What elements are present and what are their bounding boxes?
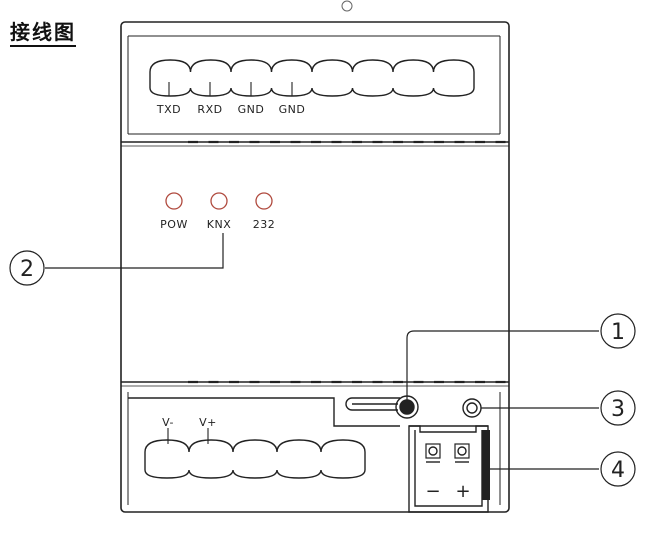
knx-plus-label: + [455, 481, 470, 502]
knx-minus-label: − [425, 481, 440, 502]
callout-circle-4: 4 [600, 451, 636, 487]
led-label: POW [160, 218, 188, 231]
divider-ticks [188, 140, 506, 384]
leader-2 [45, 233, 224, 269]
bottom-terminal-labels: V- V+ [162, 416, 217, 444]
housing-outline [120, 21, 510, 513]
bottom-terminal-screws [144, 439, 366, 479]
callout-leaders [45, 233, 599, 470]
led-pow: POW [160, 192, 188, 231]
led-label: 232 [253, 218, 276, 231]
page-title: 接线图 [10, 20, 76, 47]
led-indicator [255, 192, 273, 210]
top-terminal-label: GND [238, 103, 265, 116]
leader-1 [406, 330, 599, 407]
callout-circle-2: 2 [9, 250, 45, 286]
top-terminal-screws [149, 59, 475, 97]
callout-circle-3: 3 [600, 390, 636, 426]
callout-4-label: 4 [611, 458, 625, 483]
led-knx: KNX [207, 192, 231, 231]
top-terminal-label: RXD [197, 103, 222, 116]
callout-2-label: 2 [20, 257, 34, 282]
callout-circle-1: 1 [600, 313, 636, 349]
callout-3-label: 3 [611, 397, 625, 422]
top-terminal-label: GND [279, 103, 306, 116]
top-marker [341, 0, 353, 12]
top-terminal-labels: TXD RXD GND GND [156, 82, 305, 116]
bottom-terminal-label: V- [162, 416, 174, 429]
bottom-terminal-block [128, 397, 400, 479]
led-indicator [210, 192, 228, 210]
top-terminal-block [149, 59, 475, 97]
callout-1-label: 1 [611, 320, 625, 345]
led-232: 232 [253, 192, 276, 231]
knx-connector [408, 425, 490, 513]
bottom-terminal-label: V+ [199, 416, 217, 429]
led-indicator [165, 192, 183, 210]
led-label: KNX [207, 218, 231, 231]
programming-led [462, 398, 482, 418]
top-terminal-label: TXD [156, 103, 181, 116]
status-leds: POW KNX 232 [160, 192, 276, 231]
device-housing [120, 21, 510, 513]
